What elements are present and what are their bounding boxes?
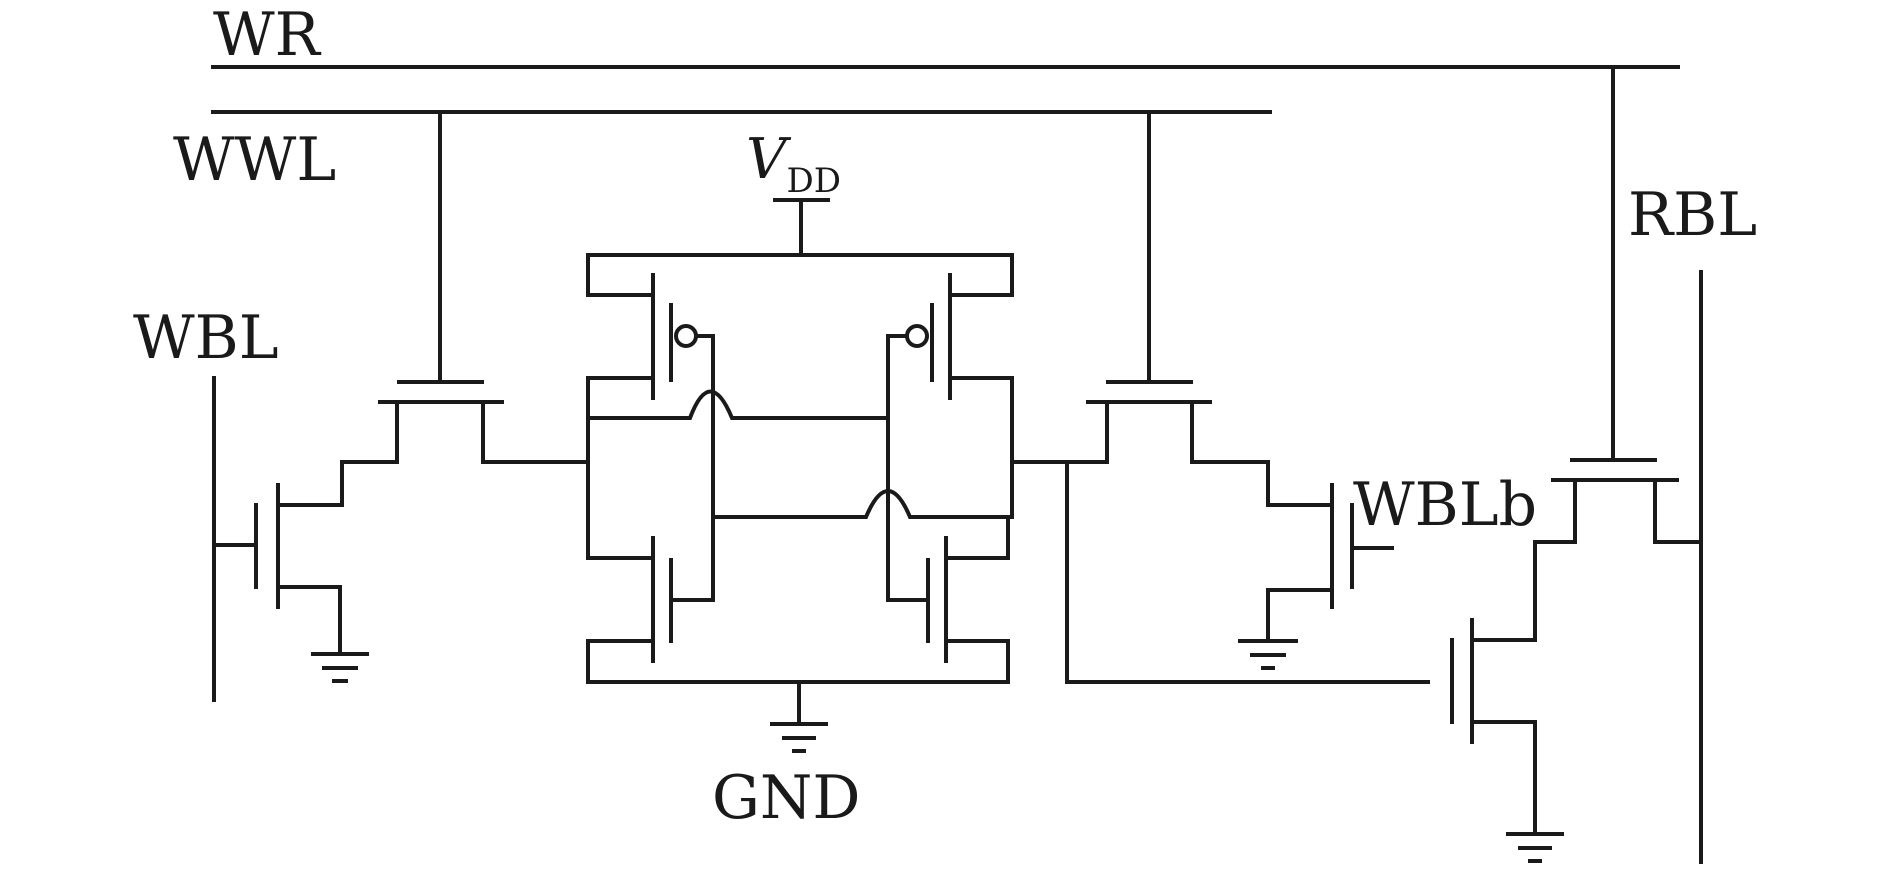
cross-link-right-to-left: [711, 489, 1014, 519]
right-pmos-bubble: [905, 324, 929, 348]
wbl-tx-source: [276, 585, 342, 654]
rbl-label: RBL: [1628, 180, 1757, 250]
wblb-label: WBLb: [1353, 470, 1537, 540]
right-pmos-drain: [948, 376, 1014, 420]
left-pmos-source: [586, 253, 655, 297]
left-pmos-drain: [586, 376, 655, 420]
right-access-transistor: [1010, 110, 1334, 507]
global-rails: [211, 65, 1703, 864]
wbl-label: WBL: [133, 303, 279, 373]
cross-link-left-to-right: [586, 389, 890, 420]
gnd-label: GND: [712, 763, 861, 833]
vdd-label-sub: DD: [786, 161, 841, 201]
left-access-to-wbl-tx: [278, 460, 399, 507]
wblb-tx-source: [1266, 588, 1334, 642]
right-pmos-source: [948, 253, 1014, 297]
read-tx-drain: [1470, 540, 1577, 642]
wblb-pulldown-transistor: [1238, 483, 1394, 670]
left-nmos-source: [586, 639, 655, 684]
right-nmos-drain: [944, 515, 1014, 560]
inverter-core: [586, 198, 1014, 753]
read-gate-feed: [1065, 460, 1430, 684]
left-access-transistor: [278, 110, 590, 507]
left-pmos-bubble: [674, 324, 698, 348]
wr-label: WR: [213, 0, 322, 70]
left-nmos-drain: [586, 536, 655, 560]
wbl-pulldown-transistor: [212, 483, 369, 683]
right-access-to-wblb-tx: [1190, 460, 1334, 507]
wwl-label: WWL: [173, 125, 336, 195]
vdd-label: VDD: [746, 127, 841, 201]
read-tx-source: [1470, 720, 1537, 822]
read-path: [1065, 458, 1703, 863]
right-nmos-source: [944, 639, 1010, 684]
vdd-label-main: V: [746, 127, 792, 192]
